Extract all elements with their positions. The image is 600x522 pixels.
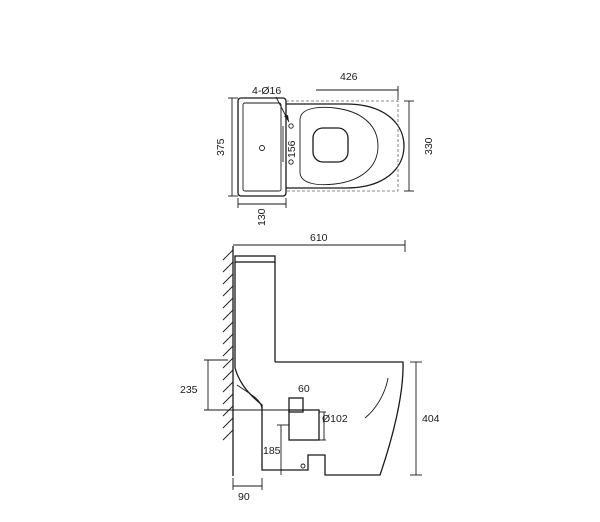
fixing-hole-top xyxy=(288,123,294,129)
dim-outlet-height-label: 185 xyxy=(263,445,281,457)
dim-height-label: 404 xyxy=(422,413,440,425)
pan-inner-curve xyxy=(364,377,389,419)
dim-tank-depth-label: 375 xyxy=(215,138,227,156)
wall-hatching xyxy=(222,249,234,441)
bowl-envelope-dashed xyxy=(286,100,399,192)
dim-length-label: 426 xyxy=(340,71,358,83)
bowl-inner-outline xyxy=(299,106,379,186)
dim-holes-label: 4-Ø16 xyxy=(252,85,281,97)
dim-total-length-label: 610 xyxy=(310,232,328,244)
outlet-pipe xyxy=(288,409,320,441)
dim-hole-spacing-label: 156 xyxy=(286,140,298,158)
bowl-opening xyxy=(312,127,349,163)
side-view: 610 235 60 Ø102 404 185 90 xyxy=(180,232,440,503)
dim-width-label: 330 xyxy=(423,137,435,155)
pan-outline xyxy=(234,361,404,476)
flush-button xyxy=(259,145,265,151)
tank-outline xyxy=(237,97,287,197)
tank-inner-outline xyxy=(242,102,282,192)
cistern-lid xyxy=(234,255,276,263)
cistern-body xyxy=(234,262,276,368)
dim-tank-width-label: 130 xyxy=(256,208,268,226)
leader-arrowhead xyxy=(284,115,289,122)
dim-outlet-diameter-label: Ø102 xyxy=(322,413,348,425)
dim-wall-offset-label: 90 xyxy=(238,491,250,503)
dim-outlet-width-label: 60 xyxy=(298,383,310,395)
base-fixing-hole xyxy=(300,463,306,469)
trapway xyxy=(236,384,263,411)
top-view: 426 4-Ø16 156 375 330 130 xyxy=(215,71,435,226)
dim-inlet-height-label: 235 xyxy=(180,384,198,396)
bowl-outline xyxy=(286,103,405,189)
outlet-box xyxy=(288,397,304,413)
fixing-hole-bottom xyxy=(288,159,294,165)
